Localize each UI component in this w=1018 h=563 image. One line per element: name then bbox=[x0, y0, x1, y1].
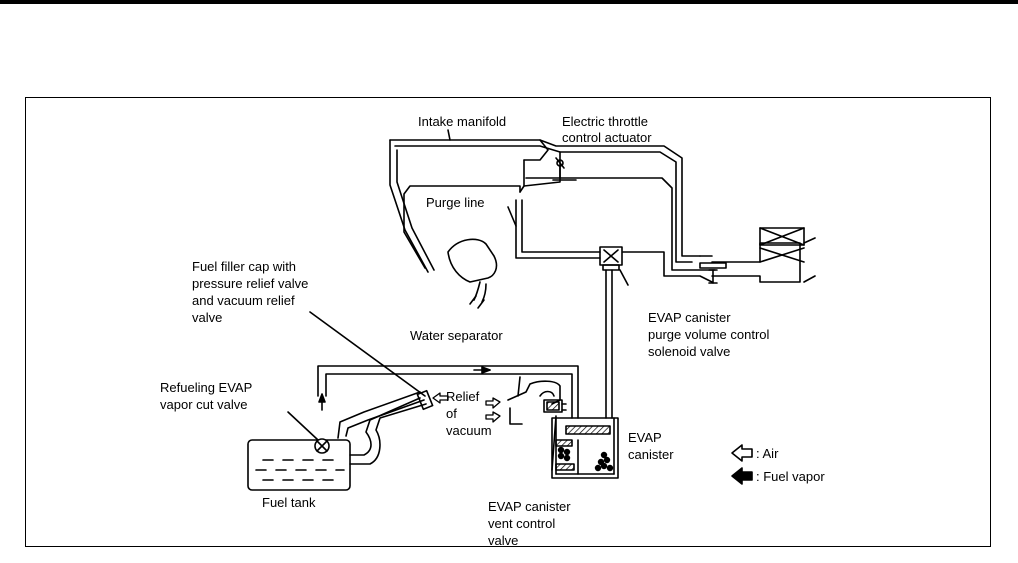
label-intake-manifold: Intake manifold bbox=[418, 114, 506, 129]
label-water-separator: Water separator bbox=[410, 328, 503, 343]
fuel-tank bbox=[247, 438, 351, 491]
label-vent-valve-2: vent control bbox=[488, 516, 555, 531]
label-refuel-valve-1: Refueling EVAP bbox=[160, 380, 252, 395]
label-throttle-2: control actuator bbox=[562, 130, 652, 145]
label-throttle-1: Electric throttle bbox=[562, 114, 648, 129]
air-cleaner-duct bbox=[699, 227, 816, 284]
water-separator bbox=[507, 380, 567, 425]
label-purge-valve-1: EVAP canister bbox=[648, 310, 731, 325]
label-purge-valve-3: solenoid valve bbox=[648, 344, 730, 359]
label-purge-valve-2: purge volume control bbox=[648, 327, 770, 342]
legend-air-label: : Air bbox=[756, 446, 779, 461]
air-arrows bbox=[432, 392, 501, 423]
label-canister-2: canister bbox=[628, 447, 674, 462]
legend-fuel-vapor-icon bbox=[731, 467, 753, 485]
label-relief-2: of bbox=[446, 406, 457, 421]
evap-canister bbox=[551, 417, 619, 479]
label-relief-3: vacuum bbox=[446, 423, 492, 438]
label-filler-cap-3: and vacuum relief bbox=[192, 293, 295, 308]
label-filler-cap-4: valve bbox=[192, 310, 222, 325]
purge-line bbox=[403, 177, 716, 283]
throttle-body bbox=[519, 151, 577, 193]
label-relief-1: Relief bbox=[446, 389, 480, 404]
purge-solenoid-valve bbox=[599, 246, 623, 419]
engine-cylinder bbox=[447, 238, 498, 309]
legend-air-icon bbox=[731, 444, 753, 462]
vapor-line bbox=[317, 365, 579, 419]
filler-neck bbox=[337, 389, 434, 465]
leader-lines bbox=[287, 129, 629, 471]
label-vent-valve-3: valve bbox=[488, 533, 518, 548]
label-refuel-valve-2: vapor cut valve bbox=[160, 397, 247, 412]
top-rule bbox=[0, 0, 1018, 4]
legend-fuel-vapor-label: : Fuel vapor bbox=[756, 469, 825, 484]
label-fuel-tank: Fuel tank bbox=[262, 495, 316, 510]
label-vent-valve-1: EVAP canister bbox=[488, 499, 571, 514]
diagram-frame bbox=[25, 97, 991, 547]
label-filler-cap-1: Fuel filler cap with bbox=[192, 259, 296, 274]
label-purge-line: Purge line bbox=[426, 195, 485, 210]
label-filler-cap-2: pressure relief valve bbox=[192, 276, 308, 291]
label-canister-1: EVAP bbox=[628, 430, 662, 445]
